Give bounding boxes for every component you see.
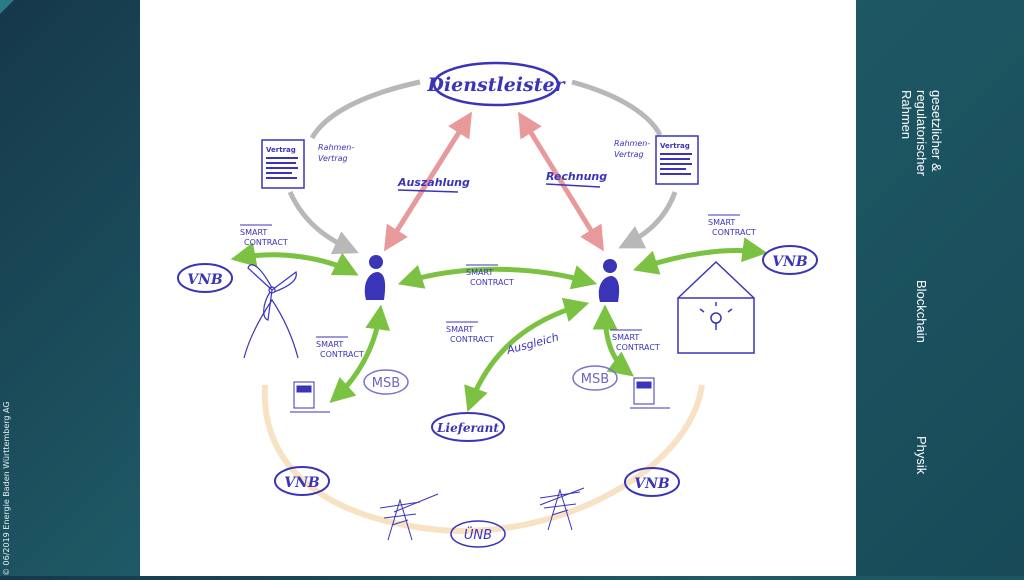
rahmenvertrag-right-2: Vertrag [614, 150, 644, 159]
smart-contract-left-mid: SMART CONTRACT [316, 336, 364, 359]
svg-text:VNB: VNB [284, 475, 320, 491]
svg-text:VNB: VNB [187, 272, 223, 288]
rechnung-label: Rechnung [546, 170, 607, 183]
green-arrow-vnb-left [230, 242, 359, 276]
gray-arrow-right [618, 191, 678, 249]
vertrag-label-left: Vertrag [266, 146, 296, 154]
msb-node-left: MSB [363, 369, 409, 395]
rahmenvertrag-left-2: Vertrag [318, 154, 348, 163]
svg-text:SMART: SMART [612, 333, 639, 342]
vertrag-document-right: Vertrag [655, 135, 699, 185]
green-arrow-msb-left [329, 304, 391, 404]
vnb-node-left: VNB [177, 263, 233, 293]
svg-text:MSB: MSB [581, 372, 609, 387]
svg-text:SMART: SMART [316, 340, 343, 349]
svg-text:CONTRACT: CONTRACT [712, 228, 756, 237]
svg-text:SMART: SMART [708, 218, 735, 227]
auszahlung-arrow [384, 111, 472, 252]
svg-text:CONTRACT: CONTRACT [450, 335, 494, 344]
green-arrow-lieferant [464, 297, 590, 413]
smart-contract-top-left: SMART CONTRACT [240, 224, 288, 247]
vnb-node-right: VNB [762, 245, 818, 275]
person-icon-left [364, 255, 386, 300]
svg-text:CONTRACT: CONTRACT [616, 343, 660, 352]
svg-text:CONTRACT: CONTRACT [244, 238, 288, 247]
dienstleister-label: Dienstleister [426, 74, 566, 96]
green-arrow-prosumers [397, 264, 598, 290]
physics-ring [261, 384, 705, 534]
vertrag-label-right: Vertrag [660, 142, 690, 150]
meter-icon-right [630, 377, 670, 409]
svg-text:MSB: MSB [372, 376, 400, 391]
right-panel: gesetzlicher & regulatorischer Rahmen Bl… [856, 0, 1024, 576]
green-arrow-msb-right [592, 304, 634, 377]
svg-text:VNB: VNB [772, 254, 808, 270]
smart-contract-top-right: SMART CONTRACT [708, 214, 756, 237]
svg-text:Lieferant: Lieferant [436, 421, 499, 435]
auszahlung-label: Auszahlung [397, 176, 470, 189]
person-icon-right [598, 259, 620, 302]
svg-text:VNB: VNB [634, 476, 670, 492]
wind-turbine-icon [243, 264, 299, 359]
copyright-text: © 06/2019 Energie Baden Württemberg AG [2, 401, 11, 576]
svg-text:SMART: SMART [240, 228, 267, 237]
svg-text:CONTRACT: CONTRACT [320, 350, 364, 359]
unb-node: ÜNB [450, 520, 506, 548]
label-physik: Physik [914, 436, 929, 475]
rahmenvertrag-right-1: Rahmen- [614, 139, 650, 148]
gray-arc-left-top [309, 79, 421, 140]
rahmenvertrag-left-1: Rahmen- [318, 143, 354, 152]
gray-arc-right-top [571, 79, 663, 137]
rechnung-underline [545, 183, 601, 188]
svg-text:ÜNB: ÜNB [464, 526, 492, 543]
gray-arrow-left [287, 190, 359, 255]
label-gesetzlicher-rahmen: gesetzlicher & regulatorischer Rahmen [899, 90, 944, 176]
green-arrow-vnb-right [632, 237, 768, 275]
lieferant-node: Lieferant [431, 412, 505, 442]
svg-text:CONTRACT: CONTRACT [470, 278, 514, 287]
vnb-node-bottom-right: VNB [624, 467, 680, 497]
smart-contract-right-mid: SMART CONTRACT [610, 329, 660, 352]
smart-contract-center: SMART CONTRACT [466, 264, 514, 287]
svg-text:SMART: SMART [466, 268, 493, 277]
smart-contract-center-mid: SMART CONTRACT [446, 321, 494, 344]
rechnung-arrow [518, 111, 604, 252]
power-pylon-icon-left [379, 493, 439, 541]
svg-text:SMART: SMART [446, 325, 473, 334]
meter-icon-left [290, 381, 330, 413]
msb-node-right: MSB [572, 365, 618, 391]
ausgleich-label: Ausgleich [504, 331, 560, 358]
blockchain-diagram: Dienstleister Auszahlung Rechnung Vertra… [177, 61, 818, 548]
left-panel: © 06/2019 Energie Baden Württemberg AG [0, 0, 140, 576]
label-blockchain: Blockchain [914, 280, 929, 343]
corner-accent [0, 0, 14, 14]
auszahlung-underline [397, 189, 459, 193]
power-pylon-icon-right [539, 487, 585, 531]
house-icon [677, 260, 755, 354]
dienstleister-ellipse [432, 61, 560, 107]
vertrag-document-left: Vertrag [261, 139, 305, 189]
diagram-canvas: Dienstleister Auszahlung Rechnung Vertra… [140, 0, 856, 576]
vnb-node-bottom-left: VNB [274, 466, 330, 496]
